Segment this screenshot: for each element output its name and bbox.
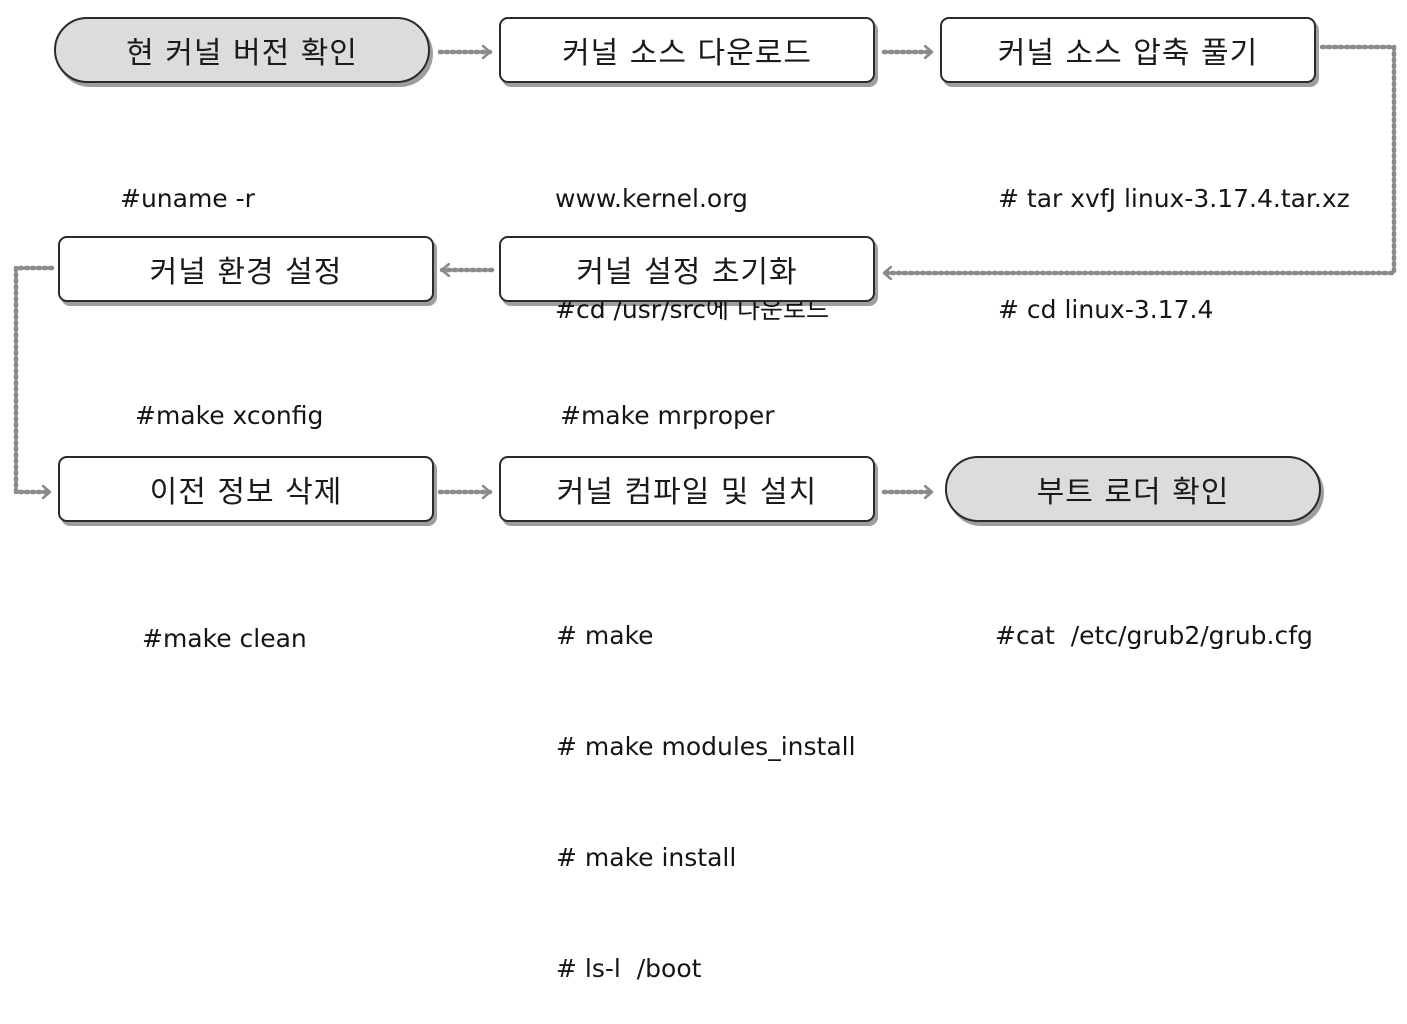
step-check-boot-loader: 부트 로더 확인 xyxy=(945,456,1321,522)
command-line: #uname -r xyxy=(120,184,255,213)
step-compile-and-install: 커널 컴파일 및 설치 xyxy=(499,456,875,522)
step-download-kernel-source: 커널 소스 다운로드 xyxy=(499,17,875,83)
step-reset-kernel-config: 커널 설정 초기화 xyxy=(499,236,875,302)
command-line: # make modules_install xyxy=(556,732,856,761)
command-line: #make clean xyxy=(142,624,307,653)
commands-check-kernel-version: #uname -r xyxy=(120,106,255,254)
command-line: # ls-l /boot xyxy=(556,954,702,983)
step-label: 현 커널 버전 확인 xyxy=(126,36,358,71)
command-line: www.kernel.org xyxy=(555,184,748,213)
step-label: 이전 정보 삭제 xyxy=(149,475,343,510)
commands-extract-kernel-source: # tar xvfJ linux-3.17.4.tar.xz # cd linu… xyxy=(998,106,1350,365)
arrow-step3-to-step4 xyxy=(881,44,1397,273)
step-clean-previous-build: 이전 정보 삭제 xyxy=(58,456,434,522)
step-kernel-config: 커널 환경 설정 xyxy=(58,236,434,302)
commands-clean-previous-build: #make clean xyxy=(142,546,307,694)
command-line: #make xconfig xyxy=(135,401,324,430)
commands-kernel-config: #make xconfig xyxy=(135,323,323,471)
step-check-kernel-version: 현 커널 버전 확인 xyxy=(54,17,430,83)
command-line: # tar xvfJ linux-3.17.4.tar.xz xyxy=(998,184,1350,213)
step-label: 커널 소스 다운로드 xyxy=(562,36,812,71)
flow-connectors xyxy=(13,44,1397,708)
command-line: #make mrproper xyxy=(560,401,775,430)
step-label: 커널 환경 설정 xyxy=(149,255,343,290)
commands-compile-and-install: # make # make modules_install # make ins… xyxy=(556,543,856,1024)
step-extract-kernel-source: 커널 소스 압축 풀기 xyxy=(940,17,1316,83)
command-line: #cat /etc/grub2/grub.cfg xyxy=(995,621,1313,650)
commands-reset-kernel-config: #make mrproper xyxy=(560,323,775,471)
step-label: 커널 설정 초기화 xyxy=(576,255,798,290)
step-label: 부트 로더 확인 xyxy=(1036,475,1230,510)
arrow-step5-to-step6 xyxy=(13,265,55,492)
command-line: # cd linux-3.17.4 xyxy=(998,295,1214,324)
command-line: # make install xyxy=(556,843,737,872)
step-label: 커널 소스 압축 풀기 xyxy=(997,36,1259,71)
commands-check-boot-loader: #cat /etc/grub2/grub.cfg xyxy=(995,543,1313,691)
command-line: # make xyxy=(556,621,654,650)
step-label: 커널 컴파일 및 설치 xyxy=(556,475,818,510)
